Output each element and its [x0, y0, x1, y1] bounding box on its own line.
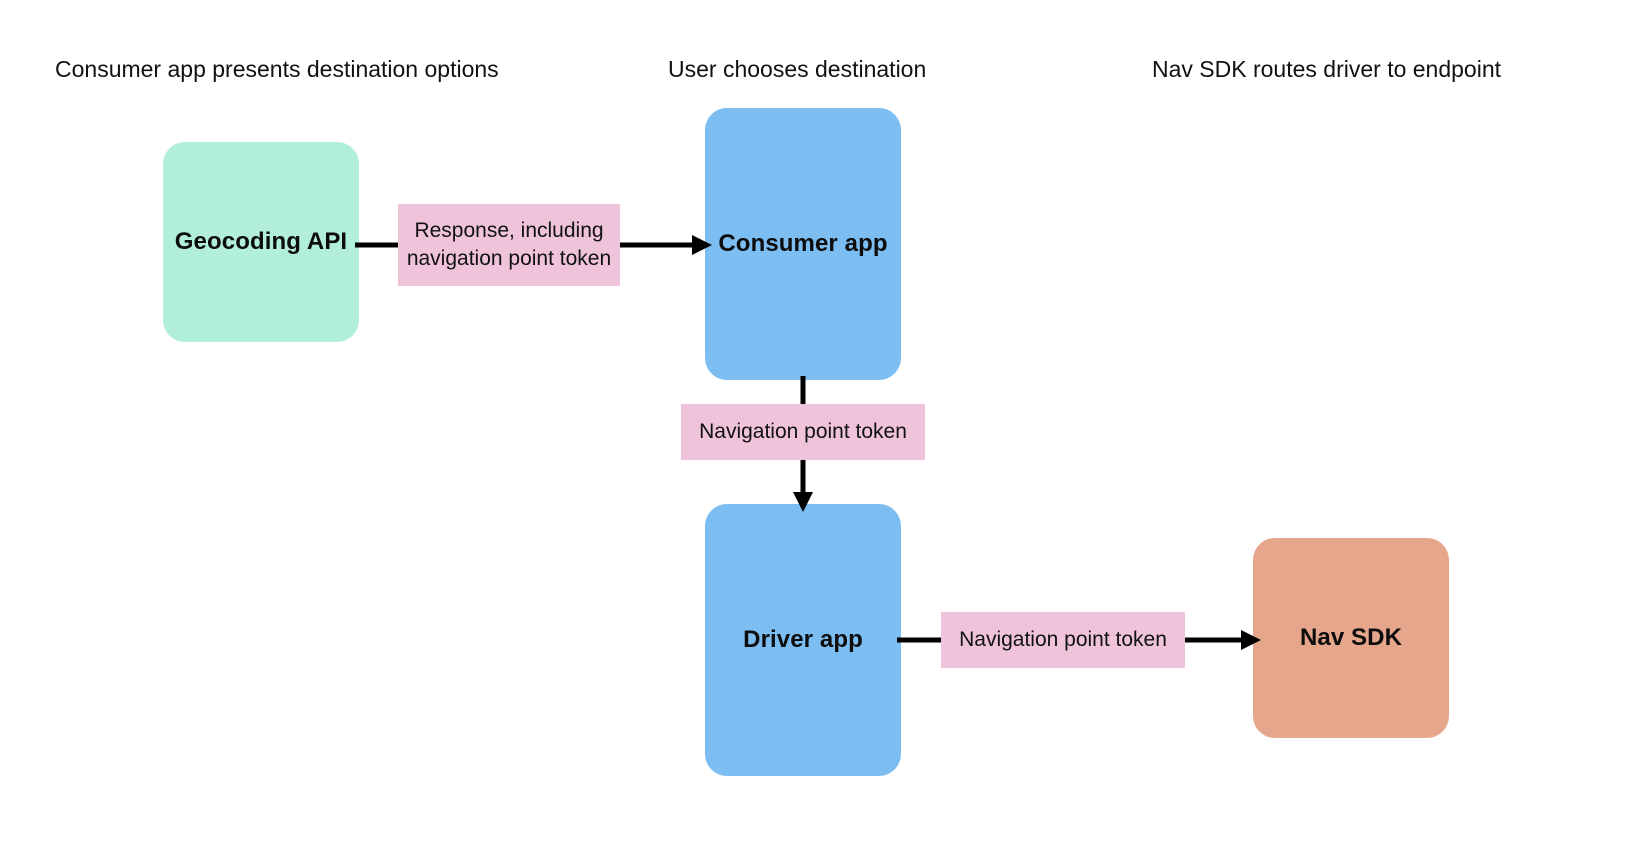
edge-geocoding-to-response-label	[355, 232, 405, 258]
edge-arrow-token-label-to-nav-sdk	[1181, 630, 1261, 650]
edge-arrow-response-label-to-consumer-app	[616, 235, 712, 255]
edge-label-navigation-point-token-bottom: Navigation point token	[941, 612, 1185, 668]
edge-arrow-token-label-to-driver-app	[793, 452, 813, 512]
column-header-user-chooses: User chooses destination	[668, 56, 927, 82]
edge-token-label-to-driver-app	[790, 452, 816, 512]
column-header-navsdk-routes: Nav SDK routes driver to endpoint	[1152, 56, 1502, 82]
edge-label-navigation-point-token-bottom-text: Navigation point token	[959, 628, 1167, 652]
edge-driver-app-to-token-label	[897, 627, 949, 653]
node-driver-app[interactable]: Driver app	[705, 504, 901, 776]
node-driver-app-label: Driver app	[743, 626, 863, 653]
edge-label-response-including-token: Response, including navigation point tok…	[398, 204, 620, 286]
edge-token-label-to-nav-sdk	[1181, 627, 1261, 653]
node-geocoding-api-label: Geocoding API	[174, 228, 348, 255]
node-consumer-app[interactable]: Consumer app	[705, 108, 901, 380]
node-consumer-app-label: Consumer app	[718, 230, 888, 257]
node-nav-sdk-label: Nav SDK	[1299, 624, 1403, 651]
node-nav-sdk[interactable]: Nav SDK	[1253, 538, 1449, 738]
edge-label-navigation-point-token-middle-text: Navigation point token	[699, 420, 907, 444]
edge-label-navigation-point-token-middle: Navigation point token	[681, 404, 925, 460]
edge-line-driver-app-to-token-label	[897, 637, 949, 643]
node-geocoding-api[interactable]: Geocoding API	[163, 142, 359, 342]
edge-line-geocoding-to-response-label	[355, 242, 405, 248]
edge-label-response-text: Response, including navigation point tok…	[406, 219, 612, 270]
edge-response-label-to-consumer-app	[616, 232, 712, 258]
column-header-consumer-options: Consumer app presents destination option…	[55, 56, 499, 82]
